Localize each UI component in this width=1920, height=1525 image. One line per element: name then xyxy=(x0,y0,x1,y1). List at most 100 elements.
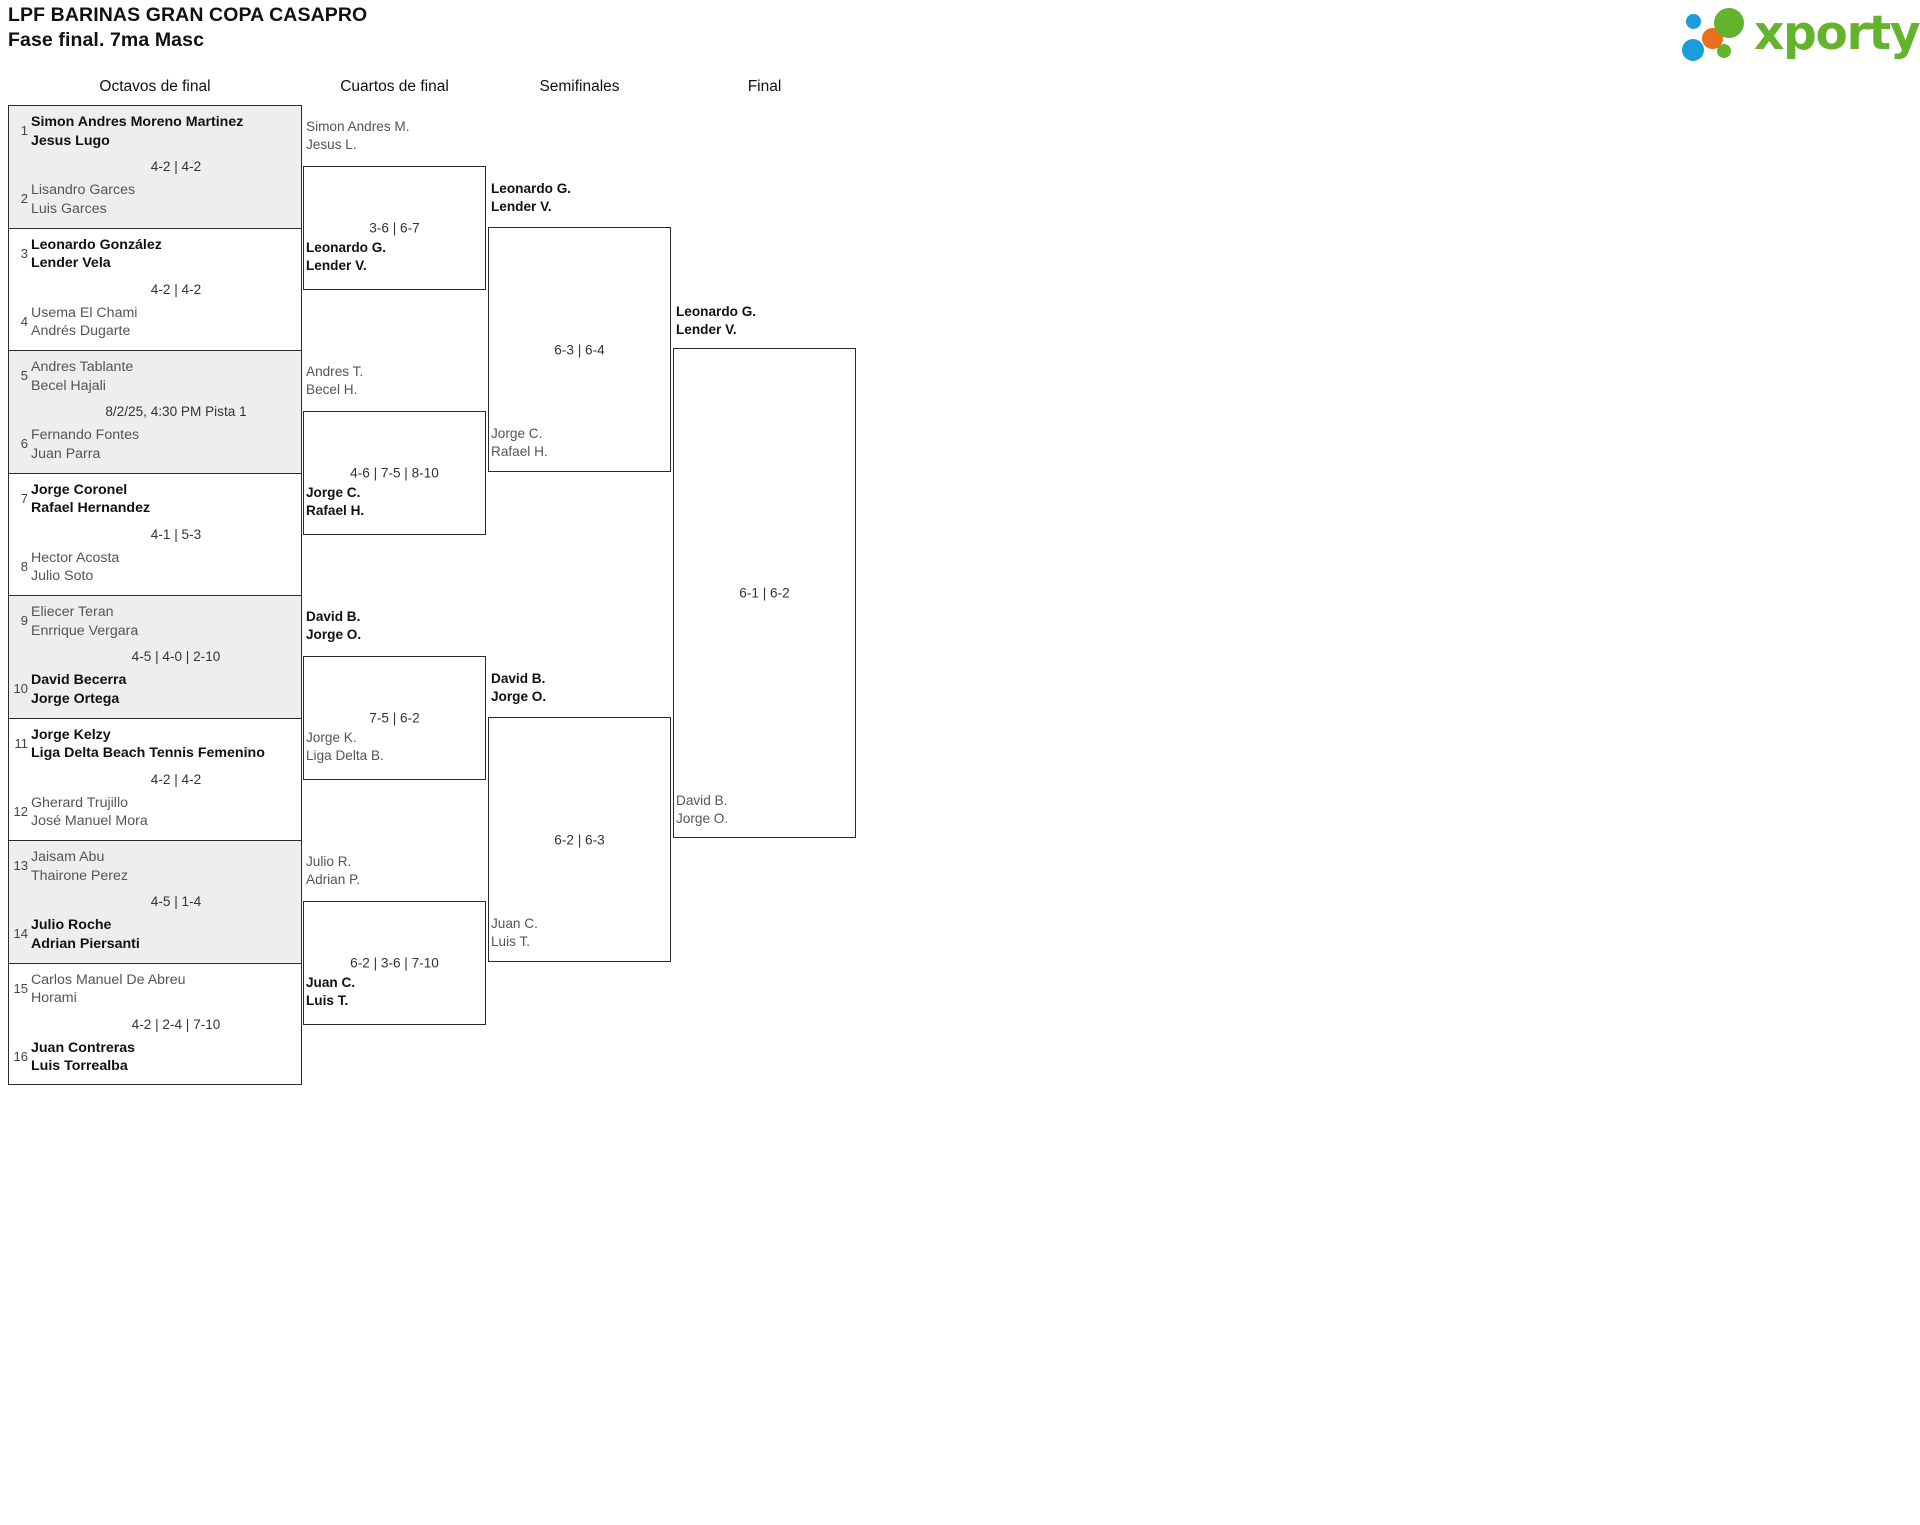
connector-r2-1: 3-6 | 6-7 xyxy=(303,166,486,290)
tournament-title: LPF BARINAS GRAN COPA CASAPRO xyxy=(8,4,368,26)
team-slot[interactable]: 2 Lisandro Garces Luis Garces xyxy=(9,180,303,222)
match-r1-7[interactable]: 13 Jaisam Abu Thairone Perez 4-5 | 1-4 1… xyxy=(8,840,302,963)
player-name: Enrrique Vergara xyxy=(31,622,139,639)
match-r1-8[interactable]: 15 Carlos Manuel De Abreu Horami 4-2 | 2… xyxy=(8,962,303,1085)
match-score: 6-1 | 6-2 xyxy=(739,585,790,601)
player-name: Liga Delta Beach Tennis Femenino xyxy=(31,745,265,761)
match-schedule: 8/2/25, 4:30 PM Pista 1 xyxy=(105,404,247,419)
player-name: Juan C. xyxy=(491,916,538,931)
team-slot[interactable]: 10 David Becerra Jorge Ortega xyxy=(9,670,303,712)
player-name: Carlos Manuel De Abreu xyxy=(31,971,186,988)
player-name: Liga Delta B. xyxy=(306,748,384,763)
seed-number: 14 xyxy=(13,926,28,941)
team-slot-r2-4-bottom[interactable]: Juan C. Luis T. xyxy=(306,974,355,1010)
player-name: Lender Vela xyxy=(31,255,111,271)
team-slot[interactable]: 14 Julio Roche Adrian Piersanti xyxy=(9,915,303,957)
player-name: David B. xyxy=(676,793,728,808)
player-name: Becel H. xyxy=(306,382,358,397)
player-name: Andres Tablante xyxy=(31,359,134,375)
team-slot-r4-bottom[interactable]: David B. Jorge O. xyxy=(676,792,728,828)
team-slot[interactable]: 5 Andres Tablante Becel Hajali xyxy=(9,357,303,399)
match-score: 4-6 | 7-5 | 8-10 xyxy=(350,465,439,481)
player-name: Julio Soto xyxy=(31,568,94,584)
seed-number: 9 xyxy=(20,613,28,628)
team-slot[interactable]: 15 Carlos Manuel De Abreu Horami xyxy=(9,970,303,1012)
team-slot[interactable]: 8 Hector Acosta Julio Soto xyxy=(9,548,303,590)
team-slot-r3-2-bottom[interactable]: Juan C. Luis T. xyxy=(491,915,538,951)
round-heading-semifinales: Semifinales xyxy=(539,78,620,95)
player-name: Jorge Kelzy xyxy=(31,726,111,743)
player-name: Leonardo G. xyxy=(491,181,572,196)
player-name: Luis Garces xyxy=(31,200,107,217)
team-slot[interactable]: 11 Jorge Kelzy Liga Delta Beach Tennis F… xyxy=(9,725,303,767)
player-name: Jesus L. xyxy=(306,137,357,152)
player-name: Lender V. xyxy=(306,258,367,273)
team-slot-r2-4-top[interactable]: Julio R. Adrian P. xyxy=(306,853,360,889)
player-name: Rafael H. xyxy=(306,503,365,518)
seed-number: 11 xyxy=(14,735,29,751)
player-name: Jorge C. xyxy=(491,426,543,441)
logo-dot-blue-small xyxy=(1686,14,1701,29)
team-slot-r2-1-top[interactable]: Simon Andres M. Jesus L. xyxy=(306,118,410,154)
player-name: David B. xyxy=(306,609,361,624)
match-r1-6[interactable]: 11 Jorge Kelzy Liga Delta Beach Tennis F… xyxy=(8,717,303,840)
seed-number: 13 xyxy=(13,858,28,873)
match-r1-3[interactable]: 5 Andres Tablante Becel Hajali 8/2/25, 4… xyxy=(8,350,302,473)
team-slot-r3-1-bottom[interactable]: Jorge C. Rafael H. xyxy=(491,425,548,461)
team-slot[interactable]: 7 Jorge Coronel Rafael Hernandez xyxy=(9,480,303,522)
team-slot-r3-2-top[interactable]: David B. Jorge O. xyxy=(491,670,546,706)
connector-r2-2: 4-6 | 7-5 | 8-10 xyxy=(303,411,486,535)
seed-number: 10 xyxy=(13,681,28,696)
match-score: 6-2 | 6-3 xyxy=(554,832,605,847)
team-slot[interactable]: 9 Eliecer Teran Enrrique Vergara xyxy=(9,602,303,644)
match-r1-2[interactable]: 3 Leonardo González Lender Vela 4-2 | 4-… xyxy=(8,227,303,350)
player-name: Jorge Ortega xyxy=(31,690,120,707)
team-slot[interactable]: 1 Simon Andres Moreno Martinez Jesus Lug… xyxy=(9,112,303,154)
seed-number: 4 xyxy=(20,313,28,329)
team-names: Gherard Trujillo José Manuel Mora xyxy=(31,794,148,831)
team-slot-r2-3-bottom[interactable]: Jorge K. Liga Delta B. xyxy=(306,729,384,765)
team-slot-r2-2-top[interactable]: Andres T. Becel H. xyxy=(306,363,363,399)
player-name: David B. xyxy=(491,671,546,686)
player-name: Hector Acosta xyxy=(31,549,120,566)
player-name: Leonardo G. xyxy=(676,304,757,319)
team-slot-r2-3-top[interactable]: David B. Jorge O. xyxy=(306,608,361,644)
player-name: Luis Torrealba xyxy=(31,1058,128,1074)
player-name: Luis T. xyxy=(491,934,531,949)
match-score: 4-5 | 1-4 xyxy=(150,894,202,909)
team-names: Jaisam Abu Thairone Perez xyxy=(31,848,128,885)
player-name: Usema El Chami xyxy=(31,304,138,321)
match-score: 4-2 | 2-4 | 7-10 xyxy=(131,1016,221,1032)
connector-r4-1: 6-1 | 6-2 xyxy=(673,348,856,838)
team-slot[interactable]: 12 Gherard Trujillo José Manuel Mora xyxy=(9,793,303,835)
team-slot[interactable]: 13 Jaisam Abu Thairone Perez xyxy=(9,847,303,889)
team-slot-r2-1-bottom[interactable]: Leonardo G. Lender V. xyxy=(306,239,386,275)
logo-dots xyxy=(1682,8,1760,62)
seed-number: 7 xyxy=(20,490,28,506)
match-r1-4[interactable]: 7 Jorge Coronel Rafael Hernandez 4-1 | 5… xyxy=(8,472,303,595)
match-score: 4-1 | 5-3 xyxy=(150,526,202,542)
seed-number: 5 xyxy=(20,368,28,383)
player-name: Leonardo G. xyxy=(306,240,387,255)
team-slot-r4-top[interactable]: Leonardo G. Lender V. xyxy=(676,303,756,339)
team-slot[interactable]: 4 Usema El Chami Andrés Dugarte xyxy=(9,303,303,345)
team-slot-r2-2-bottom[interactable]: Jorge C. Rafael H. xyxy=(306,484,364,520)
team-slot-r3-1-top[interactable]: Leonardo G. Lender V. xyxy=(491,180,571,216)
logo-dot-green-small xyxy=(1717,44,1731,58)
team-slot[interactable]: 6 Fernando Fontes Juan Parra xyxy=(9,425,303,467)
player-name: Lender V. xyxy=(676,322,737,337)
player-name: Lisandro Garces xyxy=(31,182,136,198)
player-name: Eliecer Teran xyxy=(31,604,114,620)
round-heading-octavos: Octavos de final xyxy=(99,78,211,95)
xporty-logo[interactable]: xporty xyxy=(1682,6,1920,64)
match-score: 6-3 | 6-4 xyxy=(554,342,605,357)
team-names: Carlos Manuel De Abreu Horami xyxy=(31,971,186,1008)
team-slot[interactable]: 16 Juan Contreras Luis Torrealba xyxy=(9,1038,303,1080)
match-r1-1[interactable]: 1 Simon Andres Moreno Martinez Jesus Lug… xyxy=(8,105,302,228)
match-r1-5[interactable]: 9 Eliecer Teran Enrrique Vergara 4-5 | 4… xyxy=(8,595,302,718)
team-names: Andres Tablante Becel Hajali xyxy=(31,358,133,395)
match-score: 3-6 | 6-7 xyxy=(369,220,420,236)
tournament-subtitle: Fase final. 7ma Masc xyxy=(8,29,205,51)
team-slot[interactable]: 3 Leonardo González Lender Vela xyxy=(9,235,303,277)
